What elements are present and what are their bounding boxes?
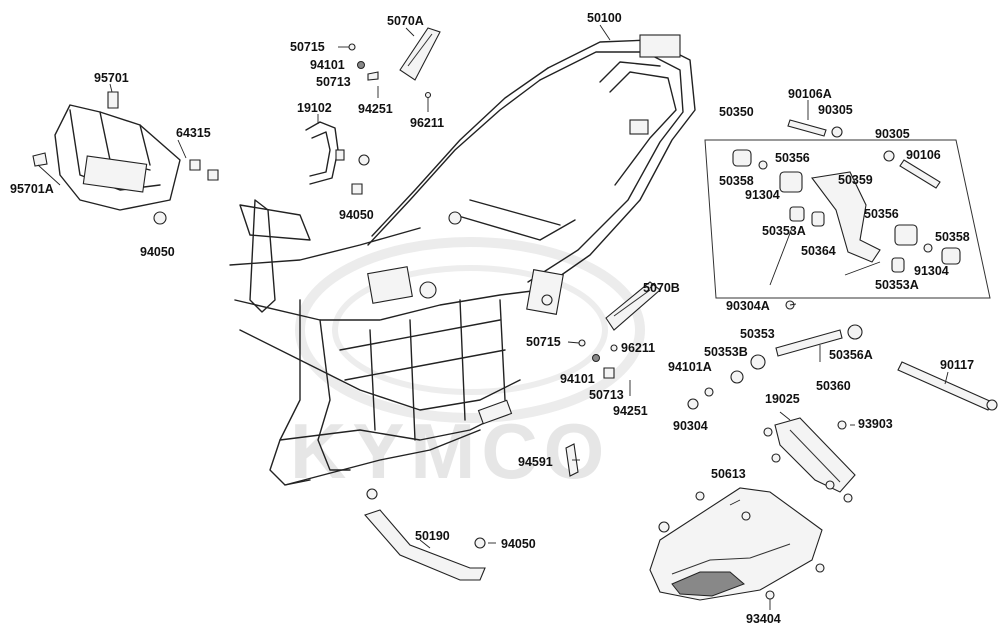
label-95701: 95701 — [94, 71, 129, 85]
label-50350: 50350 — [719, 105, 754, 119]
label-5070b: 5070B — [643, 281, 680, 295]
bolt-90117-icon — [897, 361, 998, 411]
label-50358-a: 50358 — [719, 174, 754, 188]
label-91304-a: 91304 — [745, 188, 780, 202]
label-95701a: 95701A — [10, 182, 54, 196]
label-93404: 93404 — [746, 612, 781, 626]
label-50364: 50364 — [801, 244, 836, 258]
leader-lines — [37, 24, 949, 549]
label-94251-top: 94251 — [358, 102, 393, 116]
label-50356a: 50356A — [829, 348, 873, 362]
label-50353a-b: 50353A — [875, 278, 919, 292]
label-90106: 90106 — [906, 148, 941, 162]
label-50713-top: 50713 — [316, 75, 351, 89]
part-labels: 50100 5070A 50715 94101 50713 94251 9621… — [10, 11, 974, 626]
label-90304: 90304 — [673, 419, 708, 433]
label-50190: 50190 — [415, 529, 450, 543]
engine-bracket-icon — [32, 91, 219, 225]
label-94101-mid: 94101 — [560, 372, 595, 386]
label-94101a: 94101A — [668, 360, 712, 374]
label-50613: 50613 — [711, 467, 746, 481]
label-50715-mid: 50715 — [526, 335, 561, 349]
lower-piece-50190-icon — [364, 488, 486, 581]
label-94050-left: 94050 — [140, 245, 175, 259]
label-94591: 94591 — [518, 455, 553, 469]
label-50358-b: 50358 — [935, 230, 970, 244]
label-50713-mid: 50713 — [589, 388, 624, 402]
label-50360: 50360 — [816, 379, 851, 393]
label-19025: 19025 — [765, 392, 800, 406]
label-96211-top: 96211 — [410, 116, 444, 130]
label-90305-a: 90305 — [818, 103, 853, 117]
watermark-text: KYMCO — [290, 407, 610, 495]
linkage-assembly-icon — [704, 119, 991, 299]
bracket-19102-icon — [305, 121, 370, 195]
label-94050-mid: 94050 — [339, 208, 374, 222]
label-96211-mid: 96211 — [621, 341, 655, 355]
label-50353: 50353 — [740, 327, 775, 341]
kymco-watermark: KYMCO — [290, 237, 645, 495]
under-cover-icon — [649, 487, 825, 610]
label-94251-mid: 94251 — [613, 404, 648, 418]
pin-50360-icon — [687, 300, 863, 410]
label-50353b: 50353B — [704, 345, 748, 359]
label-5070a: 5070A — [387, 14, 424, 28]
label-50356-a: 50356 — [775, 151, 810, 165]
label-90117: 90117 — [940, 358, 974, 372]
bracket-5070b-icon — [605, 281, 661, 331]
bracket-5070a-icon — [399, 27, 441, 81]
label-93903: 93903 — [858, 417, 893, 431]
label-50100: 50100 — [587, 11, 622, 25]
label-90304a: 90304A — [726, 299, 770, 313]
cover-19025-icon — [763, 417, 856, 503]
label-50359: 50359 — [838, 173, 873, 187]
label-50353a-a: 50353A — [762, 224, 806, 238]
label-64315: 64315 — [176, 126, 211, 140]
label-91304-b: 91304 — [914, 264, 949, 278]
top-fasteners-icon — [338, 43, 432, 112]
label-94050-bot: 94050 — [501, 537, 536, 551]
main-frame-icon — [229, 34, 696, 486]
label-90106a: 90106A — [788, 87, 832, 101]
mid-fasteners-icon — [567, 339, 631, 396]
label-50356-b: 50356 — [864, 207, 899, 221]
label-50715-top: 50715 — [290, 40, 325, 54]
label-19102: 19102 — [297, 101, 332, 115]
label-90305-b: 90305 — [875, 127, 910, 141]
label-94101-top: 94101 — [310, 58, 345, 72]
